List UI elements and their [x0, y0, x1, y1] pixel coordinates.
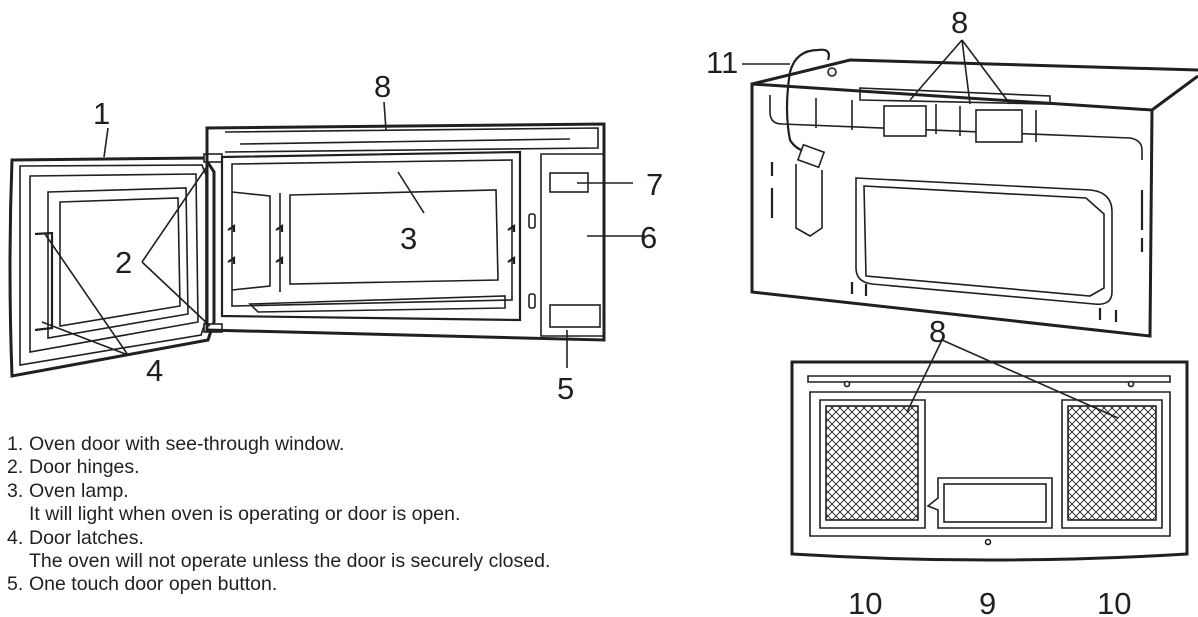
callout-vent-back: 8	[951, 5, 968, 40]
callout-power-cord: 11	[706, 45, 738, 80]
callout-hinges: 2	[115, 245, 132, 280]
legend-item-1: 1.Oven door with see-through window.	[7, 433, 345, 455]
callout-vent-bottom: 8	[929, 314, 946, 349]
callout-door: 1	[93, 96, 110, 131]
callout-light-cover: 9	[979, 586, 996, 617]
oven-body	[205, 122, 606, 342]
oven-door	[8, 156, 216, 378]
grease-filter-left	[825, 405, 919, 521]
parts-legend: 1.Oven door with see-through window. 2.D…	[7, 433, 707, 617]
callout-filter-right: 10	[1097, 586, 1131, 617]
callout-control-panel: 6	[640, 220, 657, 255]
legend-item-3: 3.Oven lamp.It will light when oven is o…	[7, 479, 461, 526]
front-view: 1 2 3 4 5 6 7 8	[8, 69, 663, 406]
back-view: 11 8	[706, 5, 1198, 338]
legend-item-5: 5.One touch door open button.	[7, 573, 278, 596]
callout-filter-left: 10	[848, 586, 882, 617]
legend-item-2: 2.Door hinges.	[7, 456, 140, 479]
callout-display: 7	[646, 167, 663, 202]
bottom-view: 8 9 10 10	[790, 314, 1189, 617]
legend-item-4: 4.Door latches.The oven will not operate…	[7, 526, 551, 573]
legend-list: 1.Oven door with see-through window. 2.D…	[7, 433, 707, 597]
grease-filter-right	[1067, 405, 1157, 521]
callout-vent-front: 8	[374, 69, 391, 104]
callout-latches: 4	[146, 353, 163, 388]
callout-open-button: 5	[557, 371, 574, 406]
callout-lamp: 3	[400, 221, 417, 256]
